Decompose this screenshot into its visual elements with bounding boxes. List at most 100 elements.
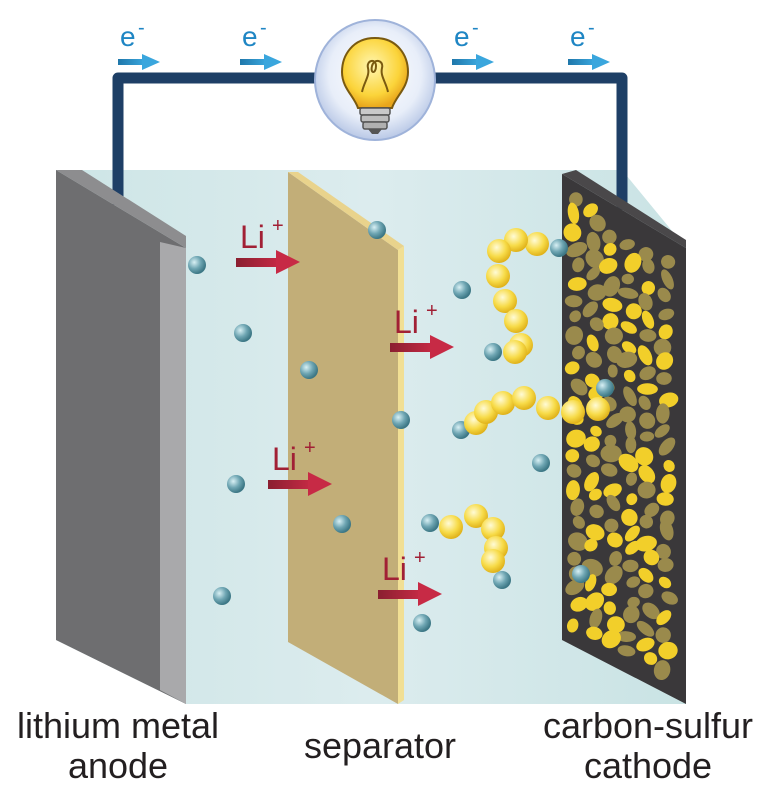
sulfur-grain bbox=[625, 472, 638, 486]
sulfur-grain bbox=[657, 558, 674, 572]
sulfur-grain bbox=[656, 352, 674, 370]
sulfur-grain bbox=[663, 460, 675, 472]
sulfur-grain bbox=[617, 287, 639, 299]
li-ion bbox=[368, 221, 386, 239]
polysulfide-chains bbox=[439, 228, 610, 573]
sulfur-grain bbox=[589, 317, 604, 332]
sulfur-grain bbox=[566, 464, 582, 478]
electron-arrow: e- bbox=[240, 17, 282, 70]
polysulfide-chain bbox=[439, 504, 508, 573]
sulfur-grain bbox=[570, 596, 588, 612]
sulfur-grain bbox=[566, 242, 588, 258]
sulfur-grain bbox=[585, 592, 605, 611]
anode-label: lithium metal anode bbox=[0, 706, 236, 786]
sulfur-atom bbox=[561, 400, 585, 424]
sulfur-grain bbox=[625, 436, 637, 454]
sulfur-grain bbox=[572, 257, 585, 273]
sulfur-grain bbox=[638, 293, 653, 311]
sulfur-grain bbox=[585, 524, 605, 541]
sulfur-grain bbox=[623, 369, 636, 383]
sulfur-atom bbox=[481, 517, 505, 541]
sulfur-grain bbox=[567, 551, 582, 566]
sulfur-grain bbox=[607, 532, 623, 548]
li-ion bbox=[484, 343, 502, 361]
sulfur-grain bbox=[636, 620, 655, 637]
sulfur-grain bbox=[604, 518, 619, 533]
sulfur-atom bbox=[464, 504, 488, 528]
li-label: Li bbox=[272, 441, 297, 477]
li-ion bbox=[227, 475, 245, 493]
sulfur-grain bbox=[601, 582, 617, 597]
sulfur-grain bbox=[658, 437, 676, 456]
sulfur-grain bbox=[603, 243, 617, 256]
sulfur-grain bbox=[655, 627, 671, 643]
li-ion bbox=[572, 565, 590, 583]
li-ion-arrow: Li+ bbox=[268, 437, 332, 496]
sulfur-grain bbox=[586, 231, 601, 253]
sulfur-grain bbox=[586, 334, 599, 352]
sulfur-grain bbox=[589, 608, 603, 629]
sulfur-atom bbox=[487, 239, 511, 263]
sulfur-grain bbox=[587, 284, 607, 301]
sulfur-grain bbox=[603, 276, 621, 297]
sulfur-grain bbox=[590, 425, 602, 437]
sulfur-grain bbox=[638, 247, 654, 262]
sulfur-grain bbox=[621, 273, 634, 285]
sulfur-grain bbox=[586, 454, 600, 468]
li-ion bbox=[300, 361, 318, 379]
sulfur-grain bbox=[586, 267, 600, 281]
sulfur-grain bbox=[604, 434, 617, 448]
sulfur-grain bbox=[644, 652, 658, 665]
cathode-label-line2: cathode bbox=[583, 745, 713, 786]
sulfur-grain bbox=[565, 579, 585, 596]
electron-label: e bbox=[454, 21, 470, 52]
sulfur-particles bbox=[563, 192, 679, 681]
lithium-ion-flow-arrows: Li+Li+Li+Li+ bbox=[236, 215, 454, 606]
sulfur-grain bbox=[658, 576, 672, 589]
li-ion bbox=[392, 411, 410, 429]
electron-label: e bbox=[120, 21, 136, 52]
sulfur-grain bbox=[639, 329, 657, 342]
sulfur-grain bbox=[588, 488, 602, 501]
sulfur-grain bbox=[583, 203, 598, 218]
sulfur-grain bbox=[600, 444, 622, 463]
sulfur-grain bbox=[583, 436, 600, 452]
li-label: Li bbox=[240, 219, 265, 255]
anode-label-line1: lithium metal bbox=[16, 705, 220, 746]
sulfur-grain bbox=[635, 447, 654, 466]
sulfur-grain bbox=[602, 313, 619, 330]
sulfur-grain bbox=[602, 229, 617, 245]
sulfur-grain bbox=[627, 596, 640, 608]
sulfur-grain bbox=[638, 583, 654, 599]
sulfur-grain bbox=[589, 504, 604, 519]
sulfur-grain bbox=[642, 258, 655, 274]
sulfur-grain bbox=[570, 378, 588, 396]
sulfur-grain bbox=[585, 373, 600, 388]
sulfur-grain bbox=[637, 383, 658, 395]
electron-arrow: e- bbox=[118, 17, 160, 70]
sulfur-grain bbox=[603, 601, 616, 615]
sulfur-grain bbox=[621, 341, 637, 355]
sulfur-atom bbox=[491, 391, 515, 415]
li-ion bbox=[213, 587, 231, 605]
sulfur-grain bbox=[565, 449, 580, 463]
sulfur-grain bbox=[568, 532, 588, 551]
sulfur-atom bbox=[536, 396, 560, 420]
sulfur-grain bbox=[623, 386, 637, 407]
sulfur-grain bbox=[624, 525, 640, 542]
sulfur-grain bbox=[639, 366, 656, 381]
sulfur-grain bbox=[654, 424, 670, 438]
sulfur-grain bbox=[658, 308, 675, 321]
sulfur-grain bbox=[566, 618, 579, 633]
electron-flow-arrows: e-e-e-e- bbox=[118, 17, 610, 70]
sulfur-grain bbox=[585, 249, 604, 269]
sulfur-grain bbox=[636, 637, 655, 652]
sulfur-grain bbox=[598, 257, 618, 274]
li-ion bbox=[413, 614, 431, 632]
electron-arrow: e- bbox=[452, 17, 494, 70]
sulfur-grain bbox=[584, 472, 600, 492]
sulfur-grain bbox=[622, 559, 639, 573]
sulfur-grain bbox=[569, 310, 582, 323]
cathode-label-line1: carbon-sulfur bbox=[542, 705, 754, 746]
